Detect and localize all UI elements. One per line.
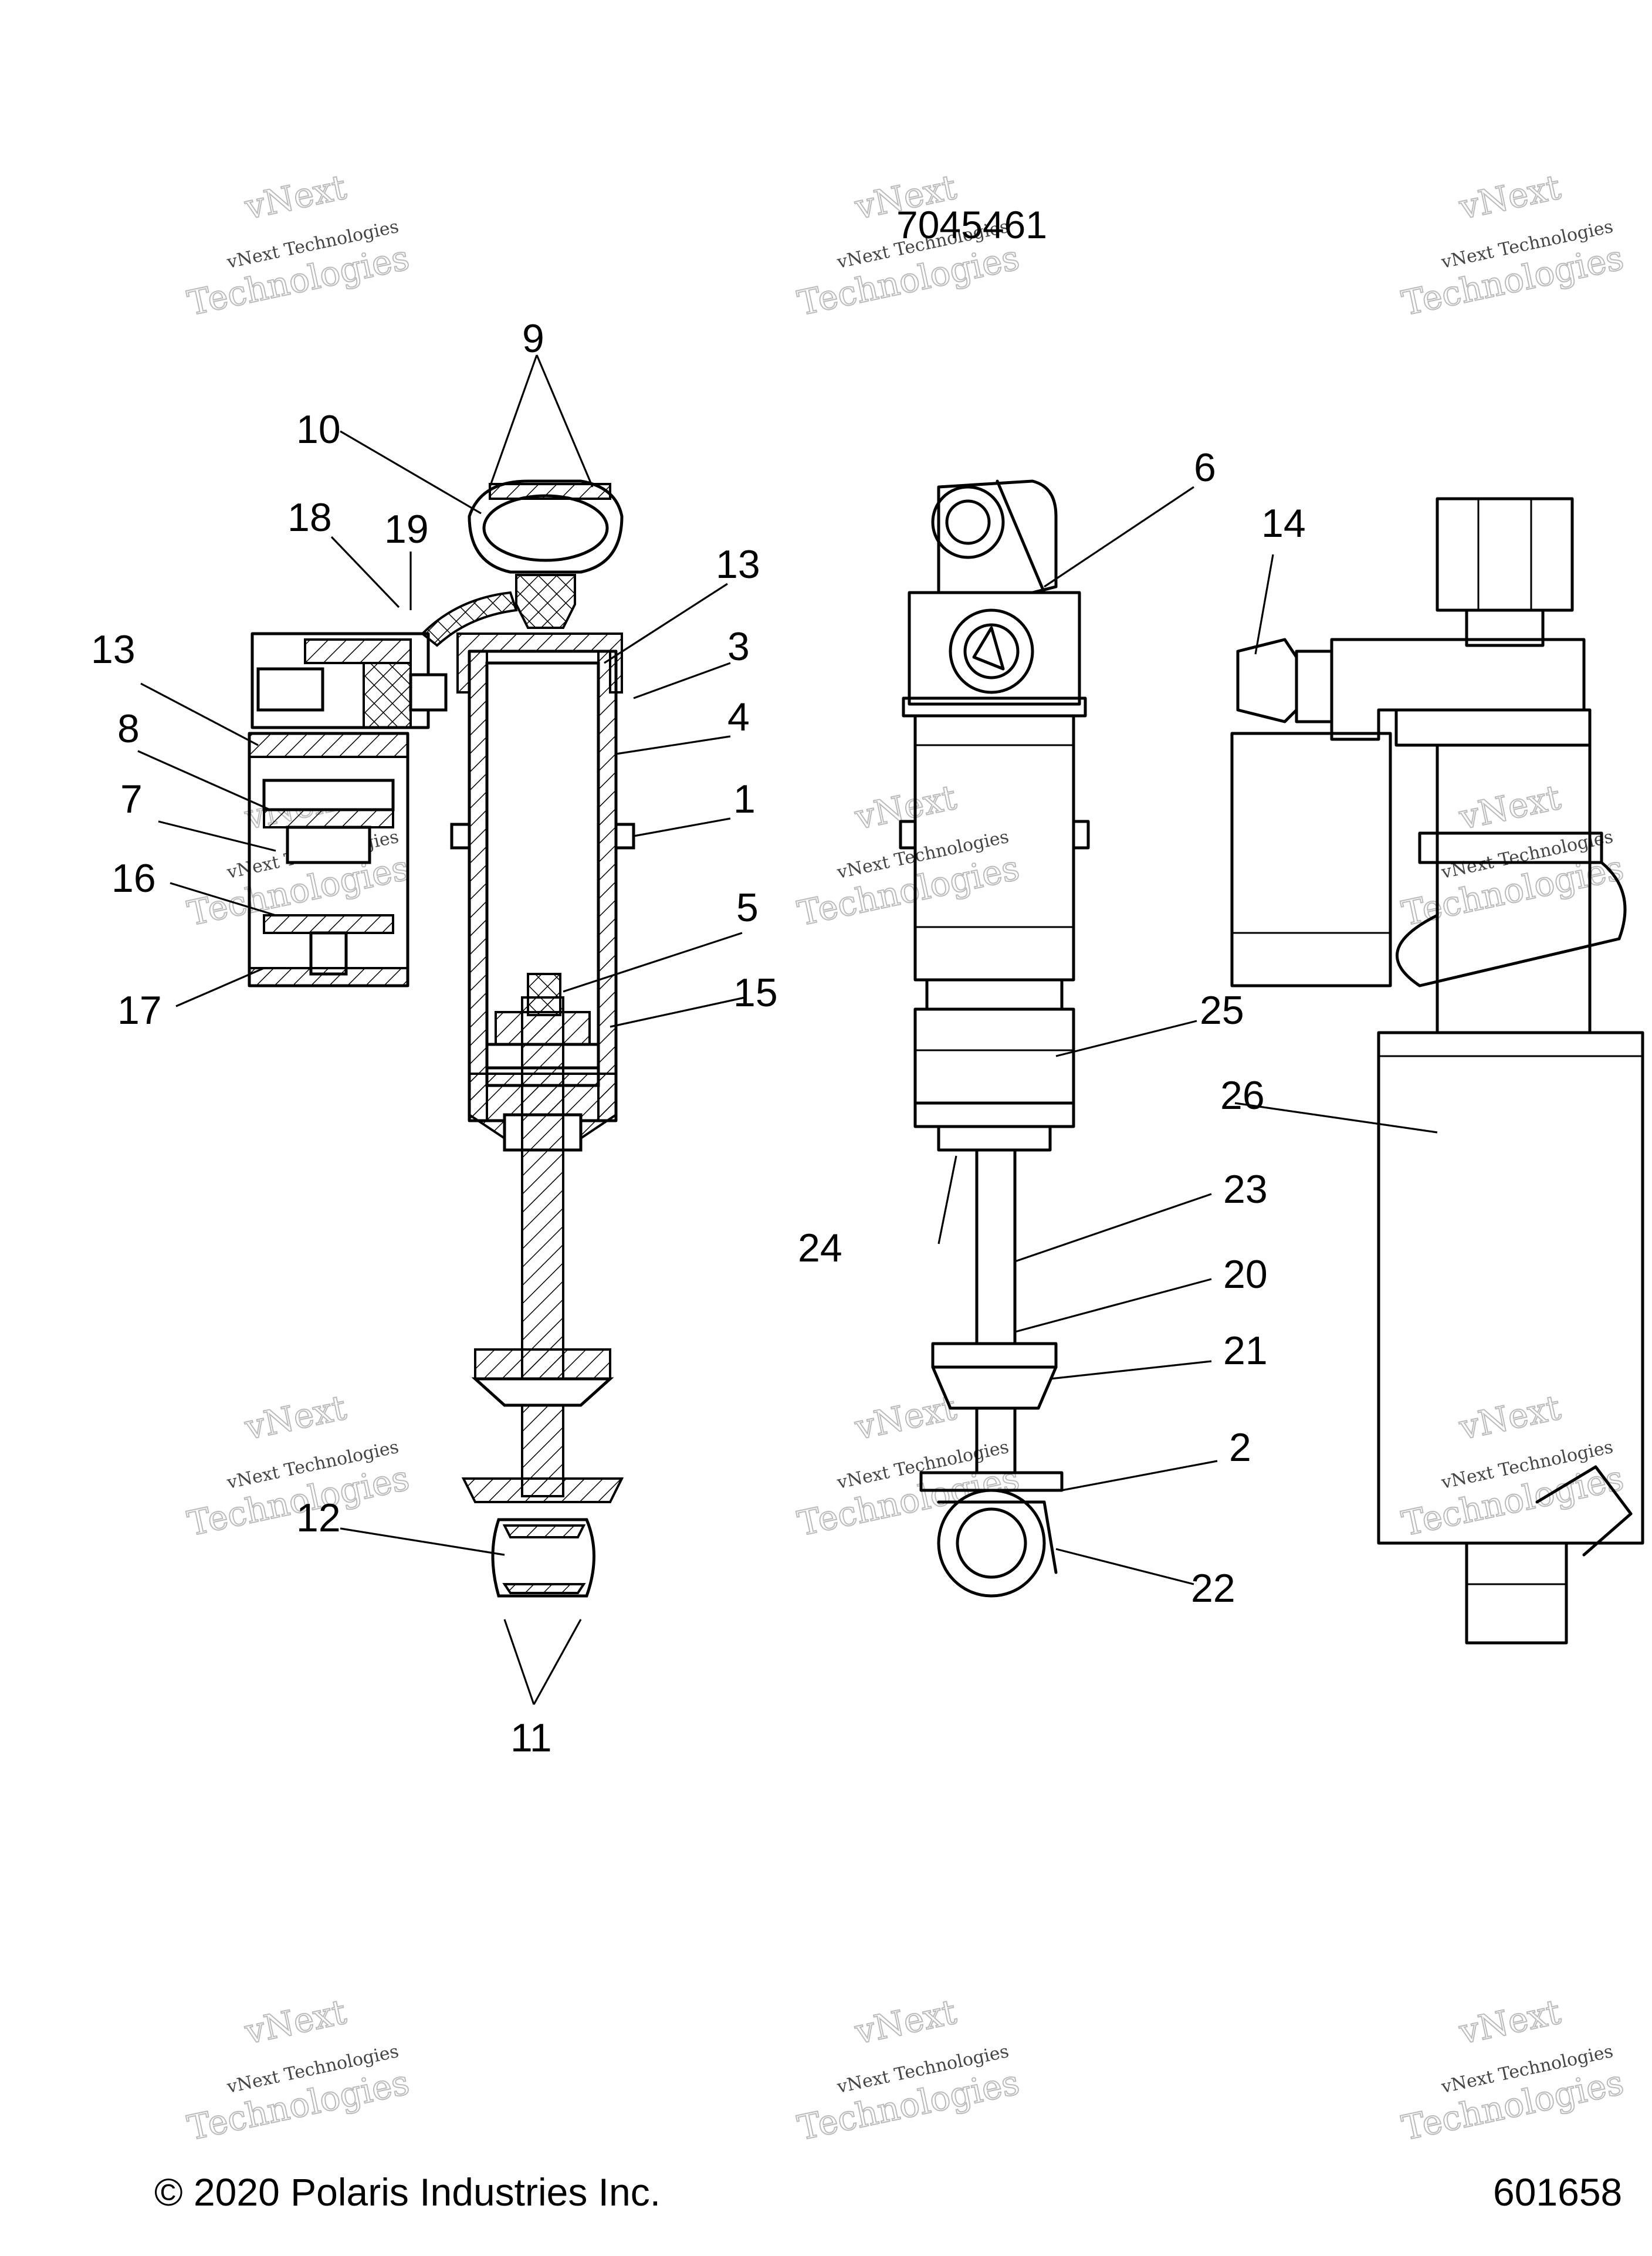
callout-3: 3	[727, 624, 750, 669]
callout-8: 8	[117, 706, 140, 751]
watermark-small: vNext	[241, 1991, 350, 2052]
callout-12: 12	[296, 1496, 341, 1540]
callout-10: 10	[296, 407, 341, 452]
callout-18: 18	[287, 495, 332, 540]
copyright-notice: © 2020 Polaris Industries Inc.	[154, 2170, 661, 2214]
exterior-view-center	[899, 479, 1090, 1598]
callout-13-left: 13	[91, 627, 136, 672]
callout-25: 25	[1200, 988, 1244, 1033]
watermark-small: vNext	[1455, 1387, 1564, 1447]
callout-11: 11	[510, 1716, 552, 1760]
callout-26: 26	[1220, 1073, 1265, 1118]
callout-24: 24	[798, 1226, 842, 1270]
callout-23: 23	[1223, 1167, 1268, 1212]
callout-14: 14	[1261, 501, 1306, 546]
watermark-small: vNext	[851, 1387, 960, 1447]
cross-section-view	[248, 479, 635, 1598]
callout-16: 16	[111, 856, 156, 901]
watermark-small: vNext	[1455, 777, 1564, 837]
callout-5: 5	[736, 885, 759, 930]
watermark-small: vNext	[241, 167, 350, 227]
figure-id: 601658	[1493, 2170, 1623, 2214]
callout-15: 15	[733, 970, 778, 1015]
callout-17: 17	[117, 988, 162, 1033]
callout-20: 20	[1223, 1252, 1268, 1297]
watermark-small: vNext	[851, 1991, 960, 2052]
watermark-group: vNext vNext Technologies Technologies vN…	[184, 166, 1628, 2149]
callout-6: 6	[1194, 445, 1216, 490]
callout-4: 4	[727, 695, 750, 739]
callout-7: 7	[120, 777, 143, 821]
callout-13-right: 13	[716, 542, 760, 587]
exterior-view-right	[1230, 497, 1644, 1645]
watermark-small: vNext	[1455, 1991, 1564, 2052]
watermark-small: vNext	[241, 1387, 350, 1447]
callout-1: 1	[733, 777, 756, 821]
watermark-small: vNext	[851, 777, 960, 837]
callout-19: 19	[384, 507, 429, 552]
leader-lines	[137, 354, 1438, 1705]
part-number: 7045461	[896, 203, 1047, 246]
callout-2: 2	[1229, 1425, 1251, 1470]
watermark-small: vNext	[1455, 167, 1564, 227]
callout-9: 9	[522, 316, 544, 361]
callout-21: 21	[1223, 1328, 1268, 1373]
callout-labels: 9 10 18 19 13 3 4 1 5 15 13 8 7 16 17 12…	[91, 316, 1306, 1760]
callout-22: 22	[1191, 1566, 1235, 1611]
